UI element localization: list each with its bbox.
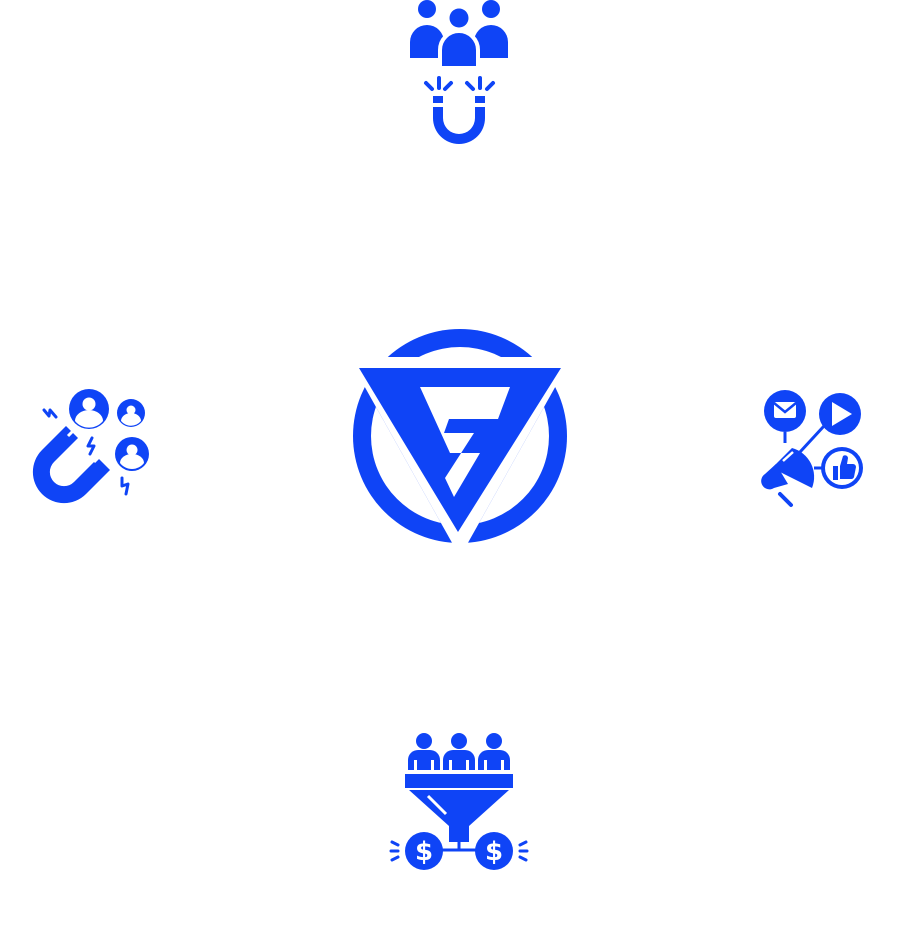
sales-funnel-dollar-icon: $ $ — [388, 730, 530, 872]
svg-text:$: $ — [415, 837, 433, 867]
people-magnet-icon — [405, 0, 513, 146]
svg-text:$: $ — [485, 837, 503, 867]
megaphone-social-media-icon — [756, 388, 868, 512]
triangle-a-logo — [350, 325, 570, 547]
magnet-attract-users-icon — [30, 388, 154, 512]
